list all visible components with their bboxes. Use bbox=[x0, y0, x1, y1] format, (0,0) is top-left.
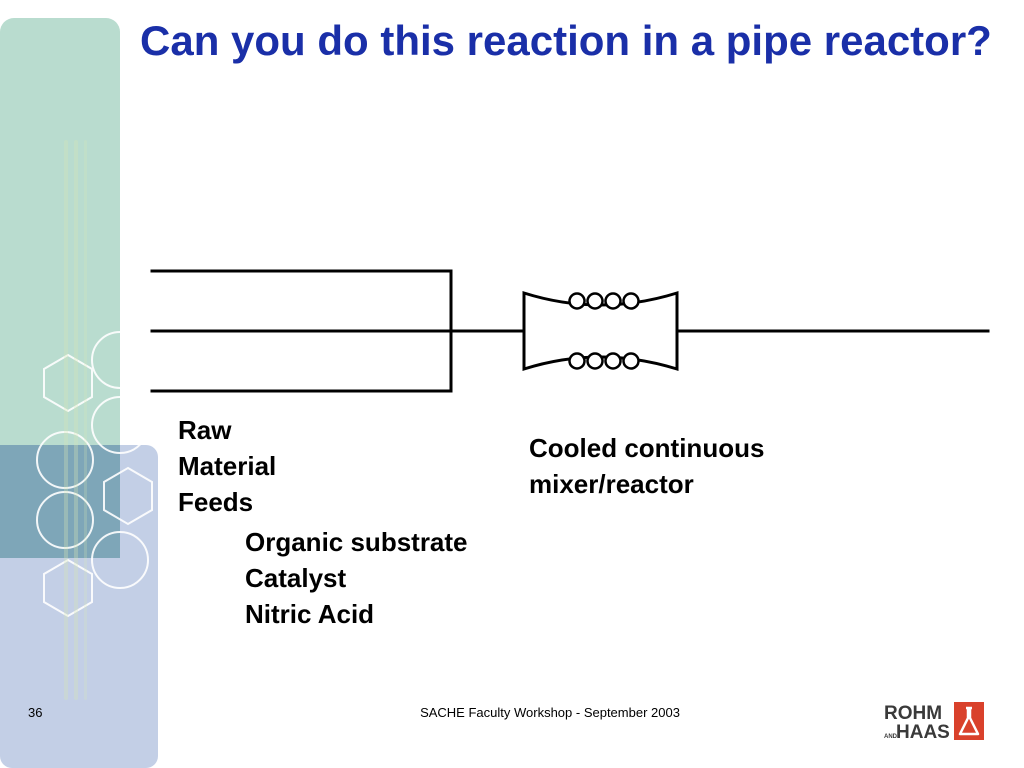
feed-item: Catalyst bbox=[245, 563, 347, 593]
feed-item: Nitric Acid bbox=[245, 599, 375, 629]
raw-material-feeds-label: Raw Material Feeds bbox=[178, 412, 378, 520]
reactor-label-line: mixer/reactor bbox=[529, 469, 694, 499]
logo-text-rohm: ROHM bbox=[884, 703, 942, 724]
footer-text: SACHE Faculty Workshop - September 2003 bbox=[420, 705, 680, 720]
feed-item: Organic substrate bbox=[245, 527, 468, 557]
rohm-and-haas-logo: ROHM HAAS AND bbox=[884, 702, 984, 742]
slide-title: Can you do this reaction in a pipe react… bbox=[140, 17, 992, 64]
raw-label-line: Raw bbox=[178, 415, 232, 445]
cooling-coil-top bbox=[568, 292, 640, 310]
reactor-label: Cooled continuous mixer/reactor bbox=[529, 430, 849, 502]
raw-label-line: Material bbox=[178, 451, 277, 481]
slide-number: 36 bbox=[28, 705, 43, 720]
reactor-label-line: Cooled continuous bbox=[529, 433, 765, 463]
decorative-sidebar bbox=[0, 18, 158, 768]
feed-items-list: Organic substrate Catalyst Nitric Acid bbox=[245, 524, 545, 632]
cooling-coil-bottom bbox=[568, 352, 640, 370]
logo-text-and: AND bbox=[884, 734, 898, 740]
logo-text-haas: HAAS bbox=[896, 722, 950, 742]
raw-label-line: Feeds bbox=[178, 487, 254, 517]
